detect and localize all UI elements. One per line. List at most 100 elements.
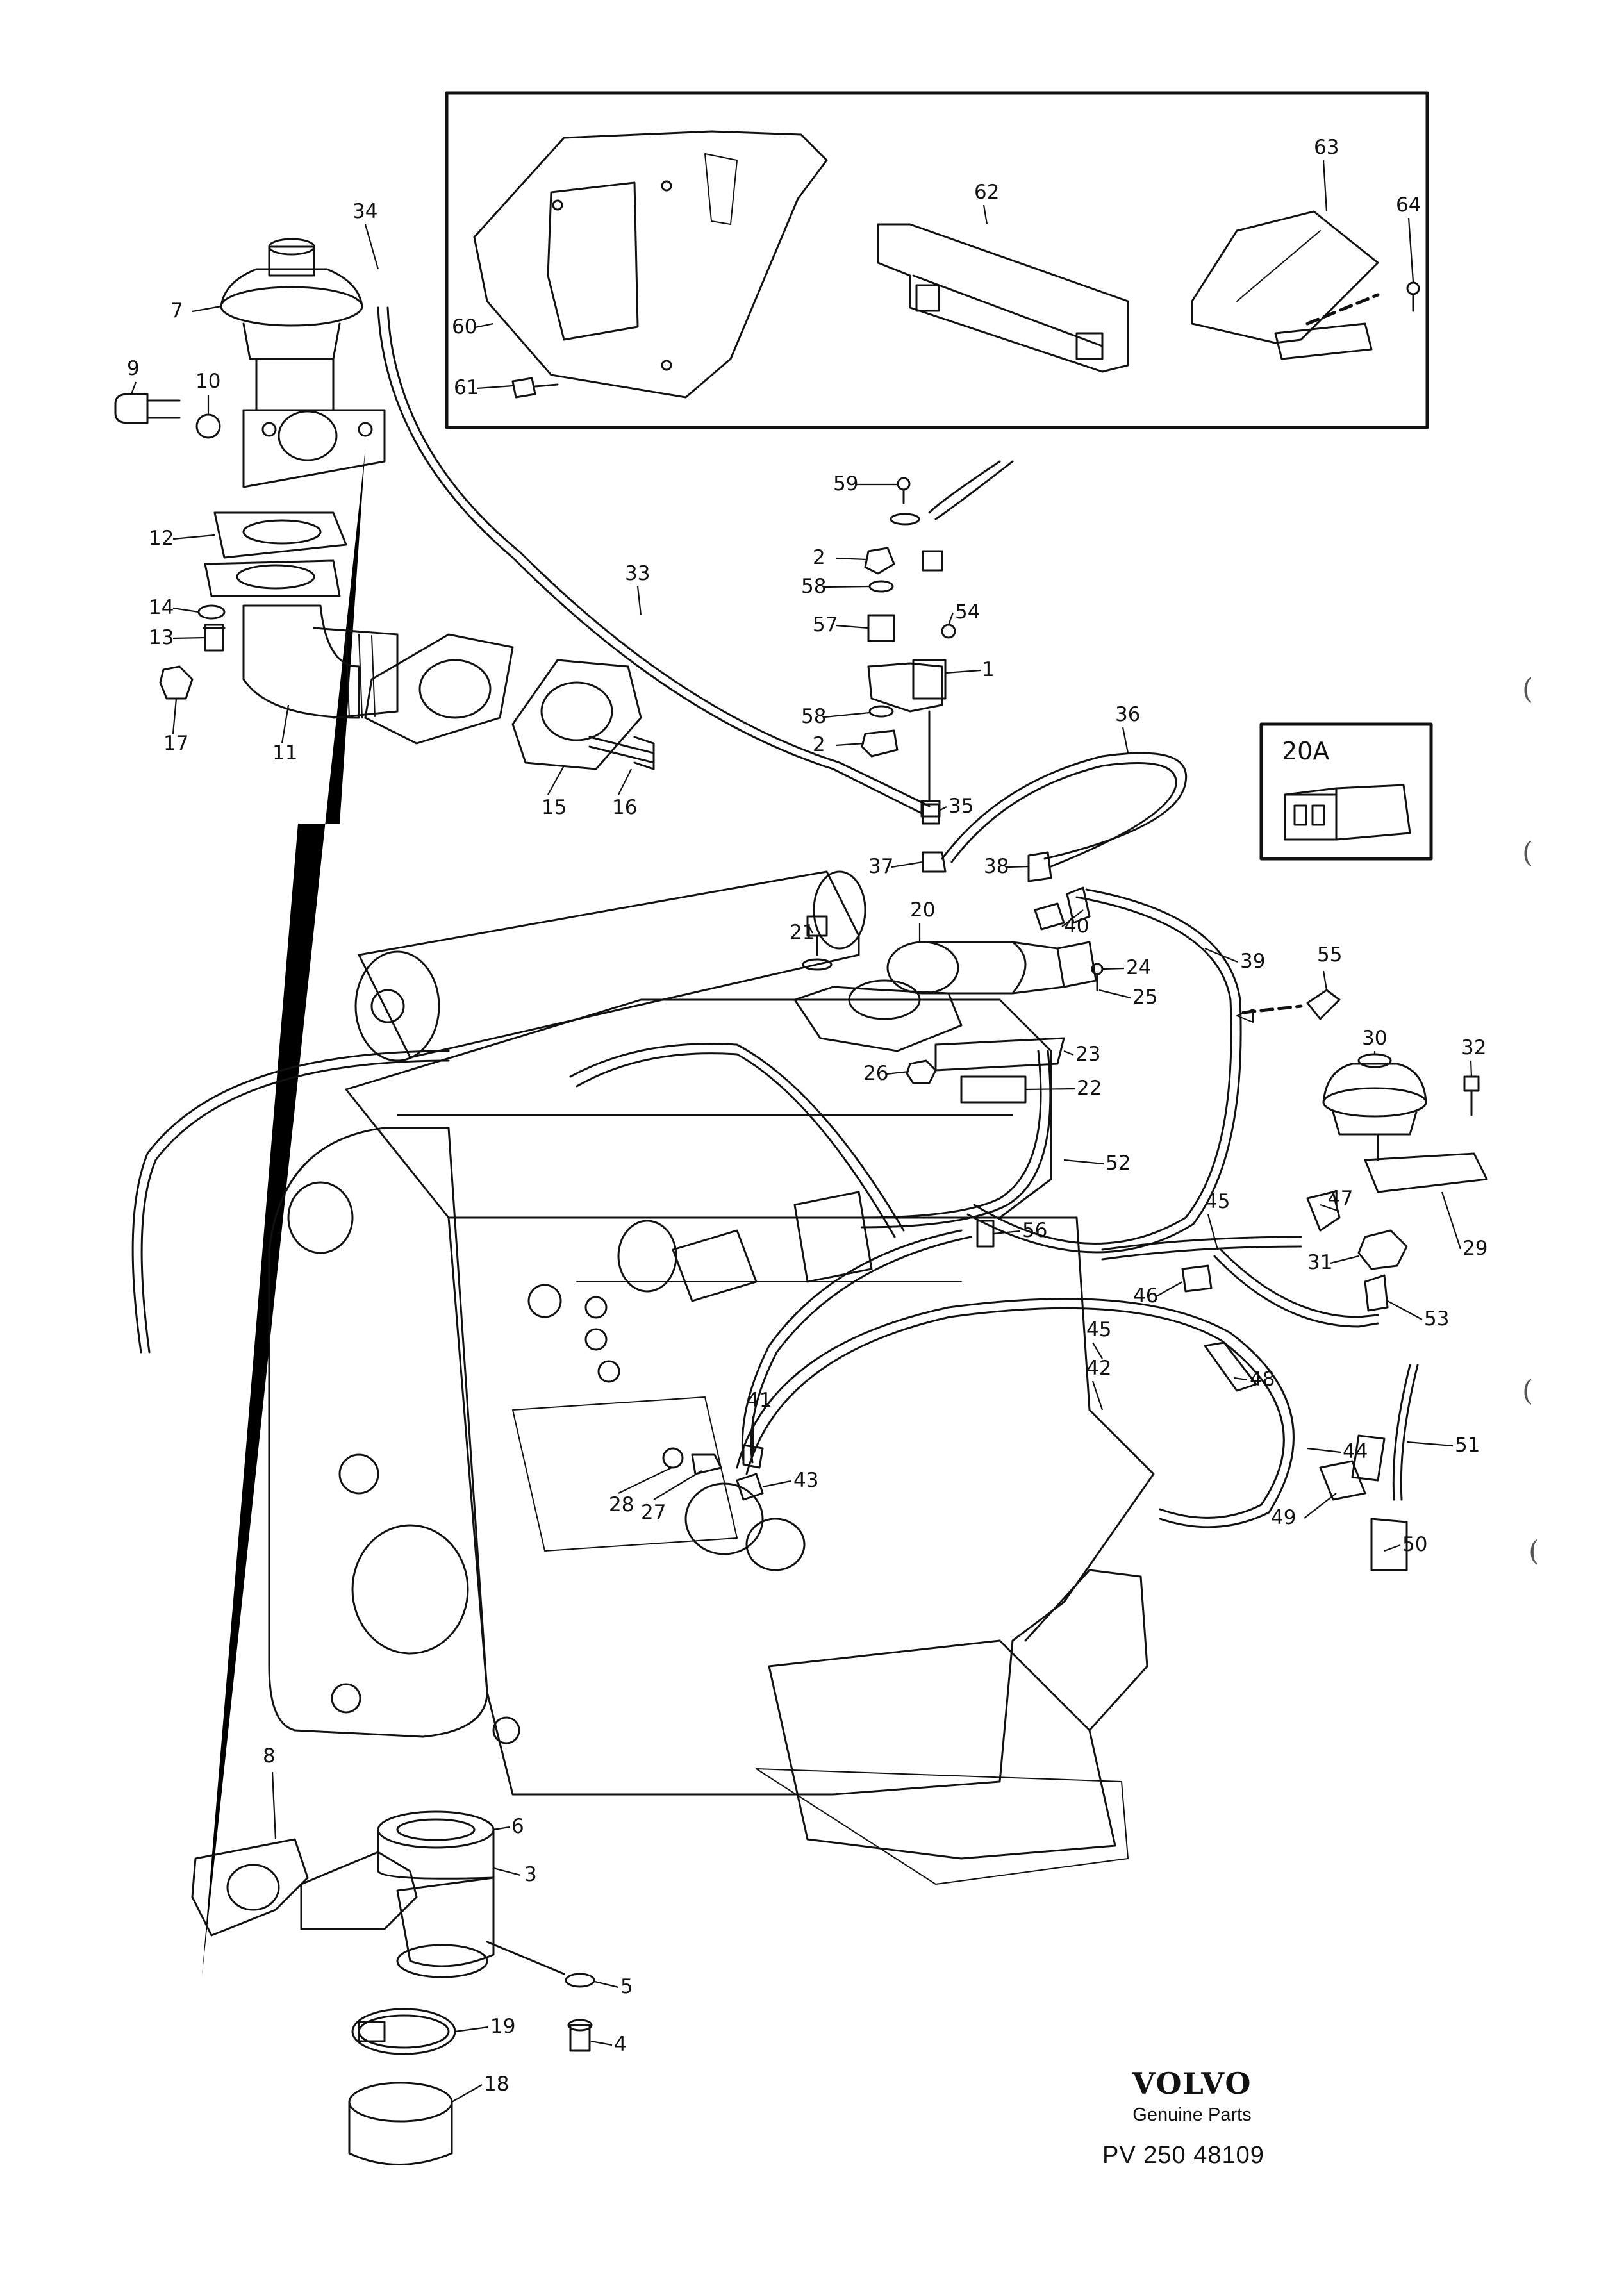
part-callout-label: 7 [170, 299, 183, 322]
part-callout-label: 34 [352, 200, 377, 223]
leader-line [1091, 1380, 1104, 1411]
part-callout-label: 3 [524, 1863, 537, 1886]
part-callout-label: 58 [801, 575, 826, 598]
thermostat-housing-assembly [191, 1810, 595, 2165]
leader-line [1307, 1447, 1341, 1453]
leader-line [476, 385, 513, 390]
part-callout-label: 57 [813, 613, 838, 636]
volvo-logo: VOLVO [1132, 2066, 1252, 2101]
clip-55 [1236, 989, 1341, 1023]
part-callout-label: 36 [1115, 703, 1140, 726]
part-callout-label: 58 [801, 705, 826, 728]
margin-mark: ( [1522, 836, 1534, 869]
part-callout-label: 49 [1271, 1506, 1296, 1529]
part-callout-label: 37 [868, 855, 893, 878]
part-callout-label: 18 [484, 2073, 509, 2096]
leader-line [493, 1867, 521, 1876]
part-callout-label: 16 [612, 796, 637, 819]
leader-line [1407, 217, 1414, 283]
part-callout-label: 5 [620, 1975, 633, 1998]
leader-lines [130, 160, 1473, 2103]
part-callout-label: 56 [1022, 1219, 1047, 1242]
leader-line [653, 1470, 702, 1500]
leader-line [993, 1230, 1021, 1235]
reference-dashed-line [202, 449, 365, 1977]
part-callout-label: 23 [1075, 1043, 1100, 1066]
part-callout-label: 54 [955, 600, 980, 624]
leader-line [590, 2040, 613, 2046]
engine-block [268, 870, 1155, 1885]
part-callout-label: 12 [149, 527, 174, 550]
leader-line [945, 669, 981, 674]
part-callout-label: 27 [641, 1501, 666, 1524]
leader-line [938, 806, 947, 811]
part-callout-label: 25 [1132, 986, 1157, 1009]
part-callout-label: 17 [163, 732, 188, 755]
part-callout-label: 46 [1133, 1284, 1158, 1307]
part-callout-label: 4 [614, 2033, 627, 2056]
brand-tagline: Genuine Parts [1132, 2105, 1252, 2125]
leader-line [947, 612, 954, 625]
control-valve-20 [793, 915, 1104, 1104]
leader-line [1061, 909, 1084, 927]
leader-line [835, 624, 869, 629]
part-callout-label: 8 [263, 1744, 276, 1768]
leader-line [982, 204, 988, 225]
part-callout-label: 51 [1455, 1434, 1480, 1457]
inset-box [445, 91, 1429, 429]
part-callout-label: 15 [542, 796, 567, 819]
brand-block: VOLVO Genuine Parts [1090, 2069, 1295, 2126]
inset-detail-label: 20A [1282, 737, 1329, 765]
leader-line [281, 704, 290, 744]
part-callout-label: 24 [1126, 956, 1151, 979]
part-callout-label: 21 [790, 921, 815, 944]
part-callout-label: 61 [454, 376, 479, 399]
part-callout-label: 48 [1250, 1368, 1275, 1391]
leader-line [1006, 865, 1029, 868]
connector-detail-20A [1259, 722, 1433, 861]
part-callout-label: 53 [1424, 1307, 1449, 1330]
part-callout-label: 22 [1077, 1077, 1102, 1100]
leader-line [493, 1826, 510, 1831]
leader-line [1102, 967, 1125, 970]
leader-line [1304, 1493, 1337, 1519]
part-callout-label: 26 [863, 1062, 888, 1085]
leader-line [130, 381, 137, 395]
part-callout-label: 35 [949, 795, 974, 818]
leader-line [618, 1467, 672, 1494]
leader-line [835, 742, 865, 747]
part-callout-label: 40 [1064, 915, 1089, 938]
part-callout-label: 47 [1328, 1187, 1353, 1210]
part-callout-label: 29 [1462, 1237, 1487, 1260]
leader-line [1063, 1050, 1074, 1056]
leader-line [835, 557, 867, 561]
leader-line [1063, 1159, 1104, 1165]
leader-line [824, 711, 870, 718]
leader-line [824, 585, 870, 588]
part-callout-label: 42 [1086, 1357, 1111, 1380]
leader-line [1320, 1204, 1340, 1213]
part-callout-label: 14 [149, 596, 174, 619]
hose-fittings [922, 803, 1091, 931]
part-callout-label: 33 [625, 562, 650, 585]
leader-line [172, 698, 178, 734]
leader-line [454, 2026, 489, 2033]
egr-valve-assembly [114, 238, 655, 770]
margin-mark: ( [1522, 673, 1534, 706]
part-callout-label: 31 [1307, 1251, 1332, 1274]
leader-line [271, 1771, 277, 1840]
diagram-code: PV 250 48109 [1102, 2142, 1264, 2169]
part-callout-label: 32 [1461, 1036, 1486, 1059]
part-callout-label: 28 [609, 1493, 634, 1516]
part-callout-label: 43 [793, 1469, 818, 1492]
leader-line [364, 224, 379, 270]
leader-line [192, 305, 222, 313]
part-callout-label: 13 [149, 626, 174, 649]
part-callout-label: 6 [511, 1815, 524, 1838]
part-callout-label: 45 [1205, 1190, 1230, 1213]
leader-line [762, 1480, 791, 1488]
leader-line [636, 586, 642, 616]
vacuum-capsule-30 [1306, 1053, 1488, 1312]
